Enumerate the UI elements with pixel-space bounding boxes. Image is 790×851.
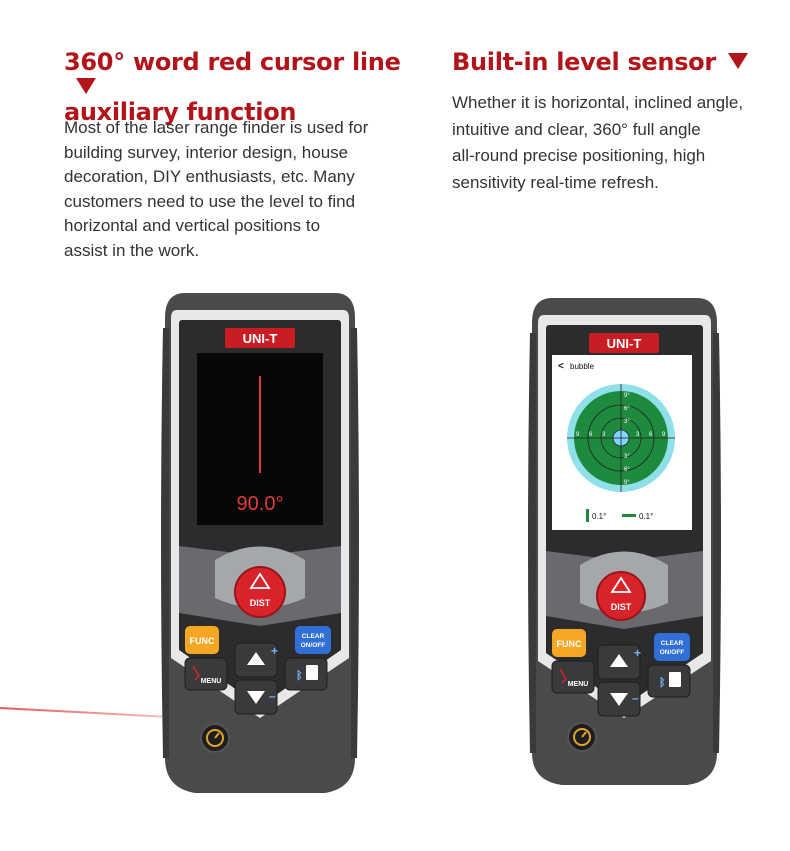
onoff-label: ON/OFF	[301, 642, 326, 649]
up-arrow-icon	[247, 652, 265, 665]
bluetooth-memory-button[interactable]: ᛒ	[284, 657, 328, 691]
left-heading: 360° word red cursor line auxiliary func…	[64, 50, 424, 125]
rangefinder-left: UNI-T 90.0° DIST FUNC CLEAR ON/OFF + – M…	[161, 293, 359, 793]
clear-label: CLEAR	[661, 640, 684, 647]
laser-warning-icon	[610, 576, 632, 593]
rotary-switch[interactable]	[200, 723, 230, 753]
vertical-level-icon	[586, 509, 589, 522]
minus-icon: –	[632, 691, 639, 705]
onoff-label: ON/OFF	[660, 649, 685, 656]
func-label: FUNC	[557, 639, 582, 649]
scale-top-6: 6°	[624, 406, 630, 412]
up-plus-button[interactable]: +	[597, 644, 641, 680]
bluetooth-memory-button[interactable]: ᛒ	[647, 664, 691, 698]
bluetooth-icon: ᛒ	[659, 677, 666, 689]
down-triangle-icon	[76, 78, 96, 94]
left-heading-line1: 360° word red cursor line	[64, 48, 401, 76]
scale-left-3: 3	[602, 432, 606, 438]
up-arrow-icon	[610, 654, 628, 667]
horizontal-level-icon	[622, 514, 636, 517]
back-icon[interactable]: <	[558, 361, 564, 372]
scale-right-6: 6	[649, 432, 653, 438]
scale-left-6: 6	[589, 432, 593, 438]
vertical-reading: 0.1°	[592, 512, 606, 521]
func-button[interactable]: FUNC	[185, 626, 219, 654]
brand-logo: UNI-T	[607, 336, 642, 351]
down-triangle-icon	[727, 53, 748, 69]
brand-badge	[225, 328, 295, 348]
angle-readout: 90.0°	[237, 493, 284, 515]
laser-warning-icon	[249, 572, 271, 589]
left-description: Most of the laser range finder is used f…	[64, 118, 369, 260]
scale-right-9: 9	[662, 432, 666, 438]
down-arrow-icon	[610, 693, 628, 706]
menu-label: MENU	[201, 678, 222, 685]
rangefinder-right: UNI-T < bubble 9° 6° 3° 3° 6° 9° 9 6 3 3…	[528, 298, 721, 785]
menu-button[interactable]: MENU	[184, 657, 228, 691]
plus-icon: +	[634, 646, 641, 660]
clear-onoff-button[interactable]: CLEAR ON/OFF	[654, 633, 690, 661]
scale-top-9: 9°	[624, 393, 630, 399]
up-plus-button[interactable]: +	[234, 642, 278, 678]
brand-badge	[589, 333, 659, 353]
angle-icon	[192, 665, 200, 681]
clear-label: CLEAR	[302, 633, 325, 640]
menu-button[interactable]: MENU	[551, 660, 595, 694]
dist-label: DIST	[250, 598, 271, 608]
dist-label: DIST	[611, 602, 632, 612]
memory-icon	[306, 665, 318, 680]
brand-logo: UNI-T	[243, 331, 278, 346]
scale-bottom-6: 6°	[624, 467, 630, 473]
screen-title: bubble	[570, 362, 595, 371]
angle-icon	[559, 668, 567, 684]
left-heading-line2: auxiliary function	[64, 98, 297, 126]
bubble-level: 9° 6° 3° 3° 6° 9° 9 6 3 3 6 9	[567, 384, 675, 492]
memory-icon	[669, 672, 681, 687]
down-minus-button[interactable]: –	[234, 679, 278, 715]
scale-bottom-9: 9°	[624, 480, 630, 486]
rotary-switch[interactable]	[567, 722, 597, 752]
scale-bottom-3: 3°	[624, 454, 630, 460]
scale-right-3: 3	[636, 432, 640, 438]
clear-onoff-button[interactable]: CLEAR ON/OFF	[295, 626, 331, 654]
bluetooth-icon: ᛒ	[296, 670, 303, 682]
scale-left-9: 9	[576, 432, 580, 438]
horizontal-reading: 0.1°	[639, 512, 653, 521]
right-heading: Built-in level sensor	[452, 50, 782, 75]
func-label: FUNC	[190, 636, 215, 646]
down-minus-button[interactable]: –	[597, 681, 641, 717]
plus-icon: +	[271, 644, 278, 658]
right-description: Whether it is horizontal, inclined angle…	[452, 93, 744, 192]
menu-label: MENU	[568, 681, 589, 688]
dist-button[interactable]: DIST	[234, 566, 286, 618]
dist-button[interactable]: DIST	[596, 571, 646, 621]
minus-icon: –	[269, 689, 276, 703]
right-heading-text: Built-in level sensor	[452, 48, 716, 76]
scale-top-3: 3°	[624, 419, 630, 425]
laser-beam	[0, 707, 170, 718]
down-arrow-icon	[247, 691, 265, 704]
func-button[interactable]: FUNC	[552, 629, 586, 657]
